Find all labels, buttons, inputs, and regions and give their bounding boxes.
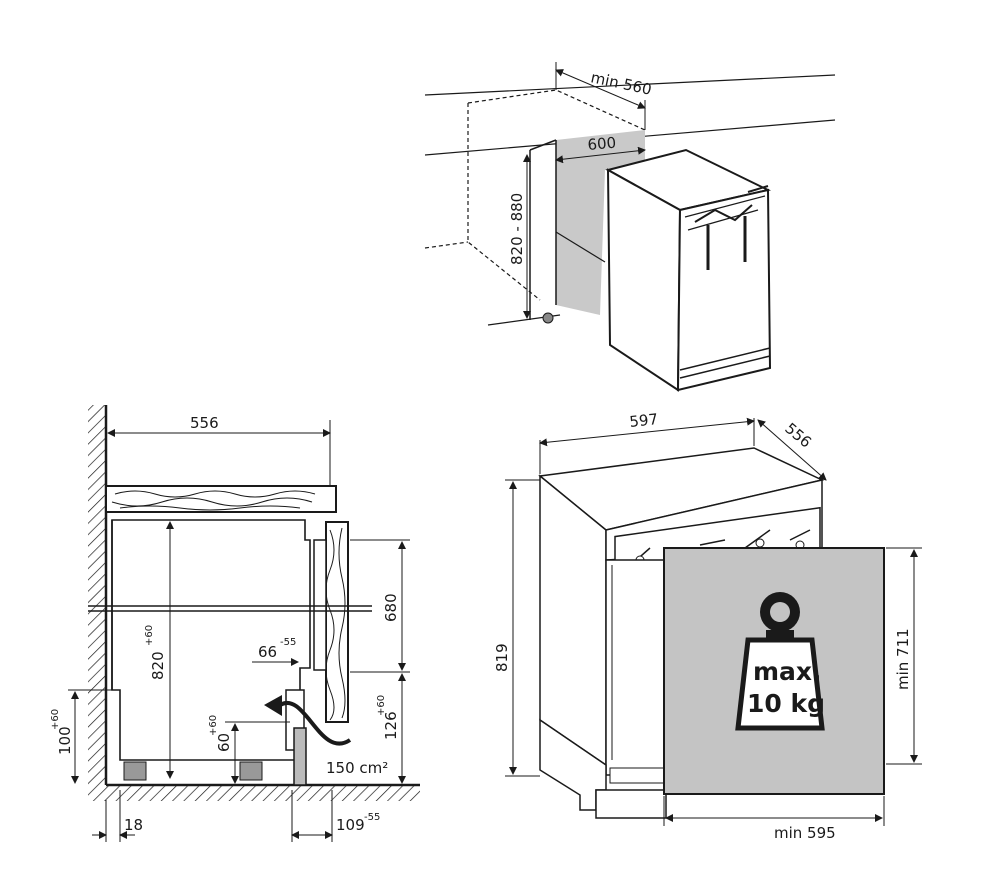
ventilation-area-label: 150 cm² — [326, 759, 388, 777]
dim-front-height: 819 — [493, 643, 511, 672]
dim-top-niche-width: 600 — [587, 134, 617, 154]
dim-side-depth: 556 — [190, 414, 219, 432]
dim-side-height: 820 — [149, 651, 167, 680]
foot-front — [239, 761, 263, 781]
niche-dashed-outline — [424, 89, 646, 301]
side-view-section: 556 820 +60 680 126 +60 66 -55 100 +60 6… — [50, 405, 420, 842]
niche-back-wall — [556, 130, 645, 315]
fridge-perspective — [605, 148, 772, 392]
foot-rear — [123, 761, 147, 781]
dim-door-height-min: min 711 — [894, 628, 912, 690]
weight-icon — [735, 592, 825, 731]
dim-vent-offset: 66 — [258, 643, 277, 661]
dim-plinth-depth: 109 — [336, 816, 365, 834]
dim-front-width: 597 — [629, 410, 659, 431]
top-view-niche: min 560 600 820 - 880 — [424, 62, 836, 392]
dim-vent-offset-tol: -55 — [280, 637, 296, 648]
front-view-fridge: max. 10 kg 597 556 819 min 711 min 595 — [493, 410, 922, 842]
dim-plinth-gap: 18 — [124, 816, 143, 834]
dim-plinth-height: 100 — [56, 726, 74, 755]
dim-door-height: 680 — [382, 593, 400, 622]
dim-vent-height: 60 — [215, 733, 233, 752]
weight-label-line1: max. — [753, 657, 822, 686]
dim-lower-height-tol: +60 — [376, 695, 387, 716]
dim-plinth-height-tol: +60 — [50, 709, 61, 730]
weight-label-line2: 10 kg — [747, 689, 825, 718]
dim-front-depth: 556 — [781, 419, 815, 451]
airflow-arrow — [278, 700, 352, 746]
dim-door-width-min: min 595 — [774, 824, 836, 842]
floor-hatch — [88, 785, 420, 801]
dim-lower-height: 126 — [382, 711, 400, 740]
dim-plinth-depth-tol: -55 — [364, 812, 380, 823]
dim-top-min-width: min 560 — [589, 68, 653, 98]
dim-vent-height-tol: +60 — [208, 715, 219, 736]
fridge-side-body — [111, 519, 311, 761]
door-panel-wood — [313, 521, 349, 723]
worktop-wood — [105, 485, 337, 513]
wall-hatch — [88, 405, 106, 785]
dim-side-height-tol: +60 — [144, 625, 155, 646]
dim-top-height-range: 820 - 880 — [508, 193, 526, 265]
